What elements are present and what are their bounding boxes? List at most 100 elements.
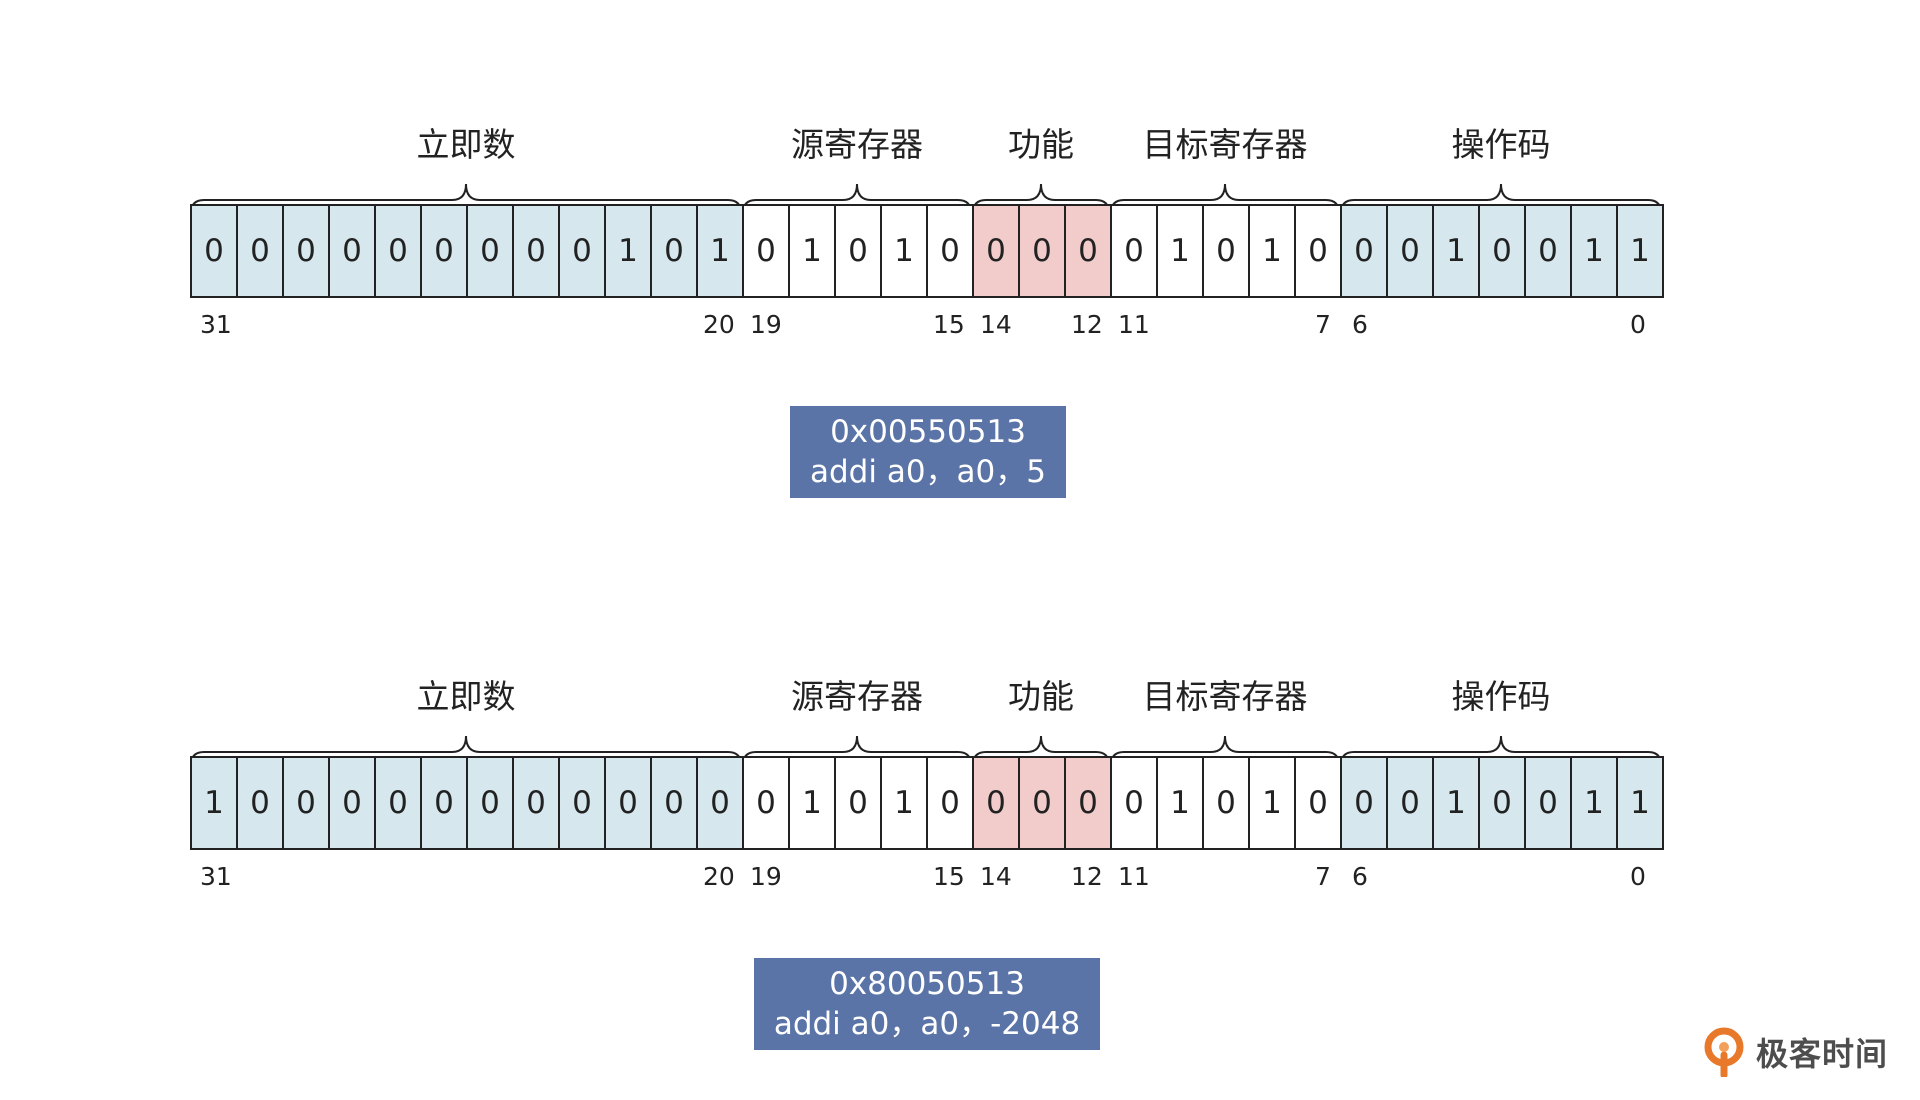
bit-cell: 1 (790, 206, 836, 296)
bit-cell: 0 (974, 206, 1020, 296)
bit-cell: 1 (192, 758, 238, 848)
instruction-hex: 0x00550513 (830, 414, 1026, 450)
bit-cell: 0 (376, 206, 422, 296)
bit-cell: 1 (1572, 758, 1618, 848)
bit-cell: 0 (514, 758, 560, 848)
bit-cell: 0 (468, 758, 514, 848)
brace-destination-register (1110, 735, 1340, 766)
field-label-source-register: 源寄存器 (791, 677, 923, 716)
bit-cell: 1 (1618, 206, 1664, 296)
bit-cell: 1 (1434, 758, 1480, 848)
bit-cell: 0 (974, 758, 1020, 848)
bit-cell: 0 (284, 206, 330, 296)
field-label-function: 功能 (1008, 677, 1074, 716)
bit-cell: 0 (1066, 758, 1112, 848)
bit-cell: 0 (514, 206, 560, 296)
bit-row: 0 0 0 0 0 0 0 0 0 1 0 1 0 1 0 1 0 0 0 0 … (190, 204, 1664, 298)
field-label-opcode: 操作码 (1451, 677, 1551, 716)
bit-cell: 0 (928, 206, 974, 296)
bit-cell: 0 (1480, 206, 1526, 296)
bit-cell: 0 (1526, 758, 1572, 848)
brace-opcode (1340, 183, 1662, 214)
bit-cell: 1 (1158, 206, 1204, 296)
bit-index-14: 14 (980, 862, 1012, 891)
bit-index-7: 7 (1315, 310, 1331, 339)
bit-cell: 0 (744, 758, 790, 848)
bit-cell: 1 (1250, 206, 1296, 296)
brace-immediate (190, 735, 742, 766)
bit-index-15: 15 (933, 862, 965, 891)
bit-cell: 0 (652, 206, 698, 296)
bit-cell: 1 (606, 206, 652, 296)
brace-opcode (1340, 735, 1662, 766)
bit-cell: 0 (836, 206, 882, 296)
bit-cell: 0 (1342, 758, 1388, 848)
bit-cell: 1 (790, 758, 836, 848)
bit-cell: 1 (1250, 758, 1296, 848)
bit-cell: 1 (882, 758, 928, 848)
bit-cell: 0 (698, 758, 744, 848)
bit-index-14: 14 (980, 310, 1012, 339)
brace-source-register (742, 735, 972, 766)
brace-destination-register (1110, 183, 1340, 214)
bit-cell: 0 (422, 206, 468, 296)
bit-index-0: 0 (1630, 310, 1646, 339)
bit-index-20: 20 (703, 862, 735, 891)
bit-index-0: 0 (1630, 862, 1646, 891)
bit-index-31: 31 (200, 862, 232, 891)
bit-cell: 0 (468, 206, 514, 296)
instruction-hex: 0x80050513 (829, 966, 1025, 1002)
bit-cell: 0 (652, 758, 698, 848)
bit-index-19: 19 (750, 862, 782, 891)
field-label-destination-register: 目标寄存器 (1142, 125, 1308, 164)
instruction-caption: 0x00550513 addi a0，a0，5 (790, 406, 1066, 498)
bit-cell: 0 (560, 206, 606, 296)
bit-index-11: 11 (1118, 310, 1150, 339)
bit-index-12: 12 (1071, 310, 1103, 339)
bit-index-12: 12 (1071, 862, 1103, 891)
bit-cell: 0 (330, 206, 376, 296)
bit-row: 1 0 0 0 0 0 0 0 0 0 0 0 0 1 0 1 0 0 0 0 … (190, 756, 1664, 850)
bit-cell: 0 (330, 758, 376, 848)
bit-cell: 0 (1020, 758, 1066, 848)
brace-function (972, 183, 1110, 214)
geekbang-logo-text: 极客时间 (1756, 1035, 1889, 1073)
bit-cell: 1 (1572, 206, 1618, 296)
bit-cell: 1 (882, 206, 928, 296)
brace-source-register (742, 183, 972, 214)
bit-cell: 0 (284, 758, 330, 848)
instruction-diagram-1: 立即数 源寄存器 功能 目标寄存器 操作码 0 0 0 0 0 0 0 0 0 … (0, 120, 1920, 500)
bit-cell: 0 (238, 206, 284, 296)
bit-cell: 0 (238, 758, 284, 848)
bit-cell: 0 (560, 758, 606, 848)
bit-index-11: 11 (1118, 862, 1150, 891)
bit-cell: 0 (928, 758, 974, 848)
instruction-assembly: addi a0，a0，-2048 (773, 1006, 1081, 1042)
bit-cell: 0 (836, 758, 882, 848)
brace-immediate (190, 183, 742, 214)
bit-cell: 1 (1158, 758, 1204, 848)
bit-cell: 1 (1434, 206, 1480, 296)
field-label-source-register: 源寄存器 (791, 125, 923, 164)
bit-cell: 0 (606, 758, 652, 848)
bit-cell: 1 (1618, 758, 1664, 848)
instruction-caption: 0x80050513 addi a0，a0，-2048 (754, 958, 1100, 1050)
field-label-destination-register: 目标寄存器 (1142, 677, 1308, 716)
bit-cell: 0 (744, 206, 790, 296)
instruction-diagram-2: 立即数 源寄存器 功能 目标寄存器 操作码 1 0 0 0 0 0 0 0 0 … (0, 672, 1920, 1052)
bit-index-31: 31 (200, 310, 232, 339)
bit-cell: 0 (1112, 758, 1158, 848)
bit-cell: 0 (1204, 206, 1250, 296)
field-label-immediate: 立即数 (416, 125, 516, 164)
bit-cell: 1 (698, 206, 744, 296)
bit-index-20: 20 (703, 310, 735, 339)
bit-index-15: 15 (933, 310, 965, 339)
instruction-assembly: addi a0，a0，5 (810, 454, 1046, 490)
bit-cell: 0 (1388, 206, 1434, 296)
bit-cell: 0 (1526, 206, 1572, 296)
bit-cell: 0 (1296, 758, 1342, 848)
bit-cell: 0 (1204, 758, 1250, 848)
bit-index-19: 19 (750, 310, 782, 339)
bit-index-6: 6 (1352, 310, 1368, 339)
bit-cell: 0 (1020, 206, 1066, 296)
